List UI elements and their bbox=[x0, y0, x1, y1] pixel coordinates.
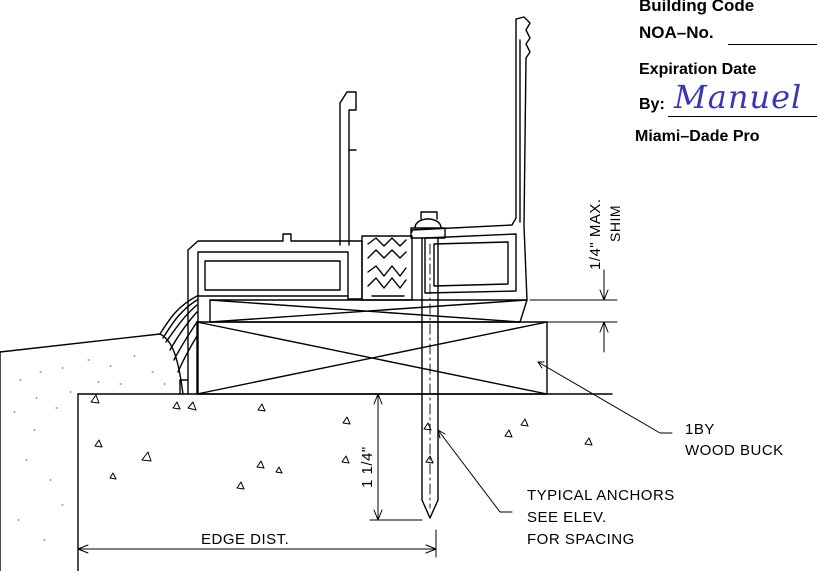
anchors-label-line1: TYPICAL ANCHORS bbox=[527, 487, 675, 504]
anchors-label-line3: FOR SPACING bbox=[527, 531, 635, 548]
wood-buck bbox=[196, 321, 548, 395]
wood-buck-label-line2: WOOD BUCK bbox=[685, 442, 784, 459]
shim bbox=[209, 299, 528, 323]
embed-dimension bbox=[369, 393, 423, 521]
anchors-label-line2: SEE ELEV. bbox=[527, 509, 607, 526]
concrete-aggregate bbox=[90, 394, 593, 490]
edge-dist-label: EDGE DIST. bbox=[201, 531, 289, 548]
wood-buck-leader bbox=[537, 361, 673, 434]
shim-dimension-label: 1/4" MAX. bbox=[587, 198, 604, 270]
wall-stipple bbox=[13, 355, 166, 541]
anchors-leader bbox=[437, 429, 513, 513]
shim-dimension bbox=[529, 269, 618, 353]
aluminum-frame bbox=[179, 16, 531, 395]
wood-buck-label-line1: 1BY bbox=[685, 421, 715, 438]
thermal-break bbox=[361, 235, 413, 301]
anchor-screw bbox=[410, 211, 446, 519]
existing-wall bbox=[0, 295, 198, 571]
edge-dimension bbox=[77, 529, 437, 558]
embed-dimension-label: 1 1/4" bbox=[359, 446, 376, 488]
shim-label: SHIM bbox=[607, 205, 623, 242]
